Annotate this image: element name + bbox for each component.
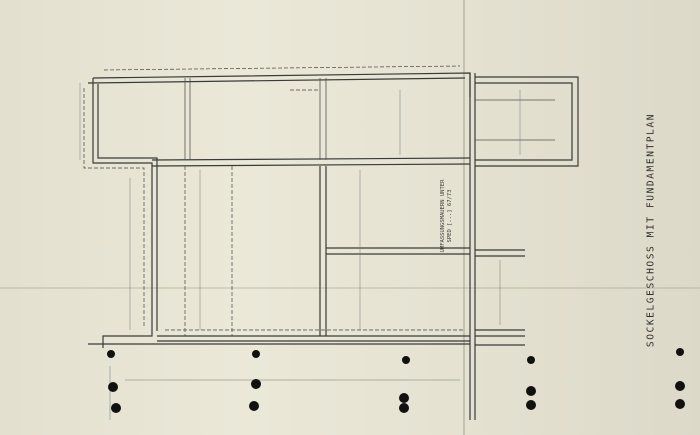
dimension-marks <box>79 83 521 420</box>
foundation-note-line1: UMFASSUNGSMAUERN UNTER <box>440 179 446 253</box>
paper-fold-horizontal <box>0 287 700 289</box>
paper-fold-vertical <box>463 0 465 435</box>
inner-walls <box>151 78 471 336</box>
foundation-note-line2: SPED [...] 67/73 <box>447 189 453 243</box>
plan-title: SOCKELGESCHOSS MIT FUNDAMENTPLAN <box>645 112 657 348</box>
right-annex-walls <box>475 76 579 346</box>
foundation-lines <box>83 65 465 331</box>
outer-walls <box>87 72 476 420</box>
foundation-note: UMFASSUNGSMAUERN UNTER SPED [...] 67/73 <box>440 180 454 253</box>
punched-holes <box>107 348 685 413</box>
